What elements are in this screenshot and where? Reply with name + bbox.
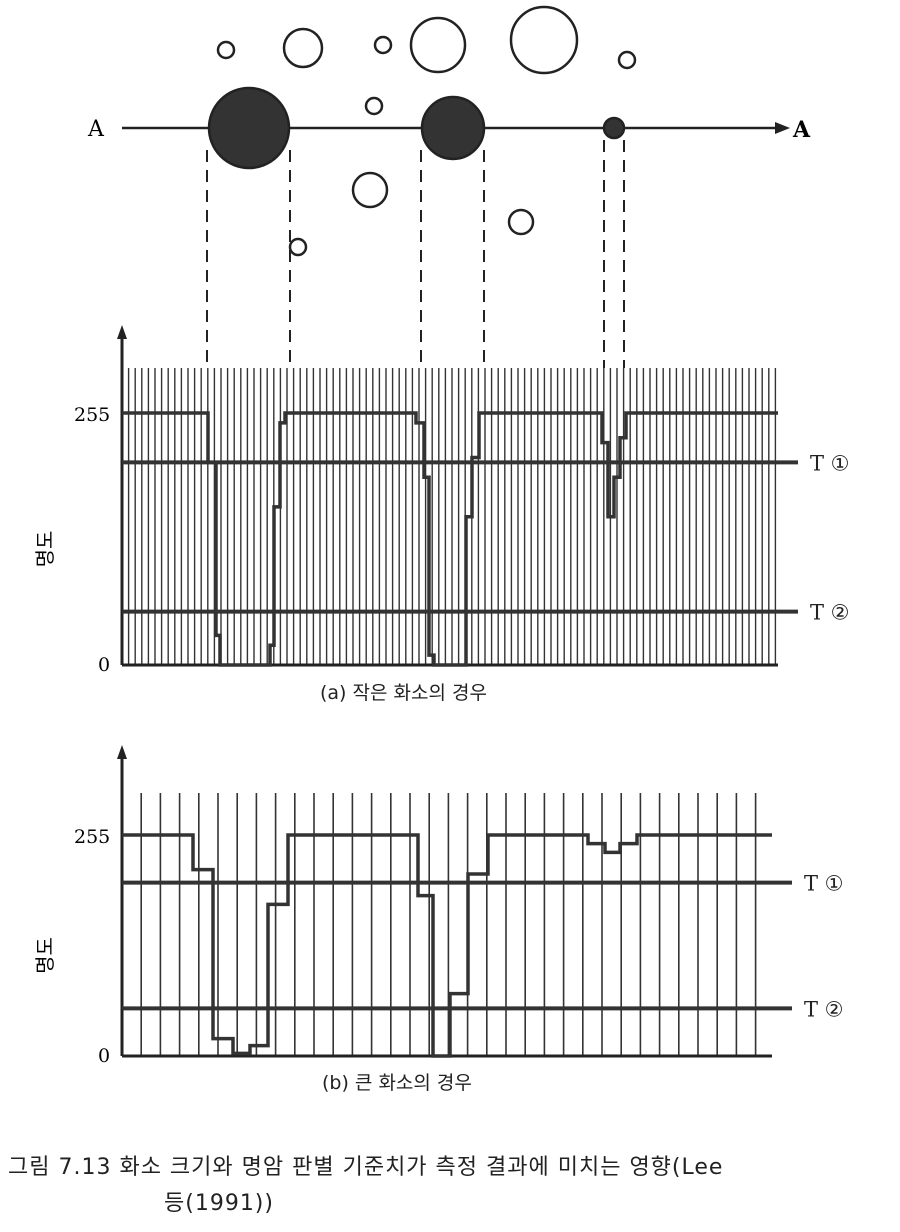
brightness-signal xyxy=(122,411,778,667)
particle-hollow xyxy=(617,50,637,70)
particle-hollow xyxy=(409,16,467,74)
particle-hollow xyxy=(216,40,236,60)
figure-caption-line1: 그림 7.13 화소 크기와 명암 판별 기준치가 측정 결과에 미치는 영향(… xyxy=(8,1155,724,1180)
y-axis-arrow-icon xyxy=(117,325,127,339)
particle-hollow xyxy=(282,27,324,69)
particle-hollow xyxy=(507,208,535,236)
y-axis-label: 명도 xyxy=(33,531,57,568)
y-tick-255: 255 xyxy=(74,826,110,848)
threshold-label-1: T ① xyxy=(804,872,844,896)
y-tick-0: 0 xyxy=(98,1045,110,1067)
brightness-signal xyxy=(122,833,772,1058)
caption-panel-b: (b) 큰 화소의 경우 xyxy=(322,1072,472,1094)
particle-hollow xyxy=(351,171,389,209)
brightness-panel-b: T ① T ② 255 0 명도 xyxy=(33,745,844,1067)
particle-hollow xyxy=(288,237,308,257)
y-tick-0: 0 xyxy=(98,654,110,676)
caption-panel-a: (a) 작은 화소의 경우 xyxy=(320,682,487,704)
figure-caption-line2: 등(1991)) xyxy=(164,1191,274,1216)
y-tick-255: 255 xyxy=(74,404,110,426)
y-axis-arrow-icon xyxy=(117,745,127,759)
threshold-label-1: T ① xyxy=(810,451,850,475)
label-a-right: A xyxy=(792,117,811,143)
brightness-panel-a: T ① T ② 255 0 명도 xyxy=(33,325,850,676)
particle-hollow xyxy=(364,96,384,116)
particle-hollow xyxy=(373,35,393,55)
arrow-head xyxy=(775,122,790,134)
label-a-left: A xyxy=(87,117,105,142)
particle-hollow xyxy=(509,5,579,75)
y-axis-label: 명도 xyxy=(33,937,57,974)
particle-filled-large xyxy=(207,86,291,170)
threshold-label-2: T ② xyxy=(804,997,844,1021)
particle-filled-small xyxy=(602,116,626,140)
threshold-label-2: T ② xyxy=(810,601,850,625)
figure-caption: 그림 7.13 화소 크기와 명암 판별 기준치가 측정 결과에 미치는 영향(… xyxy=(8,1150,723,1222)
particle-filled-medium xyxy=(420,95,486,161)
particle-diagram xyxy=(122,5,790,368)
